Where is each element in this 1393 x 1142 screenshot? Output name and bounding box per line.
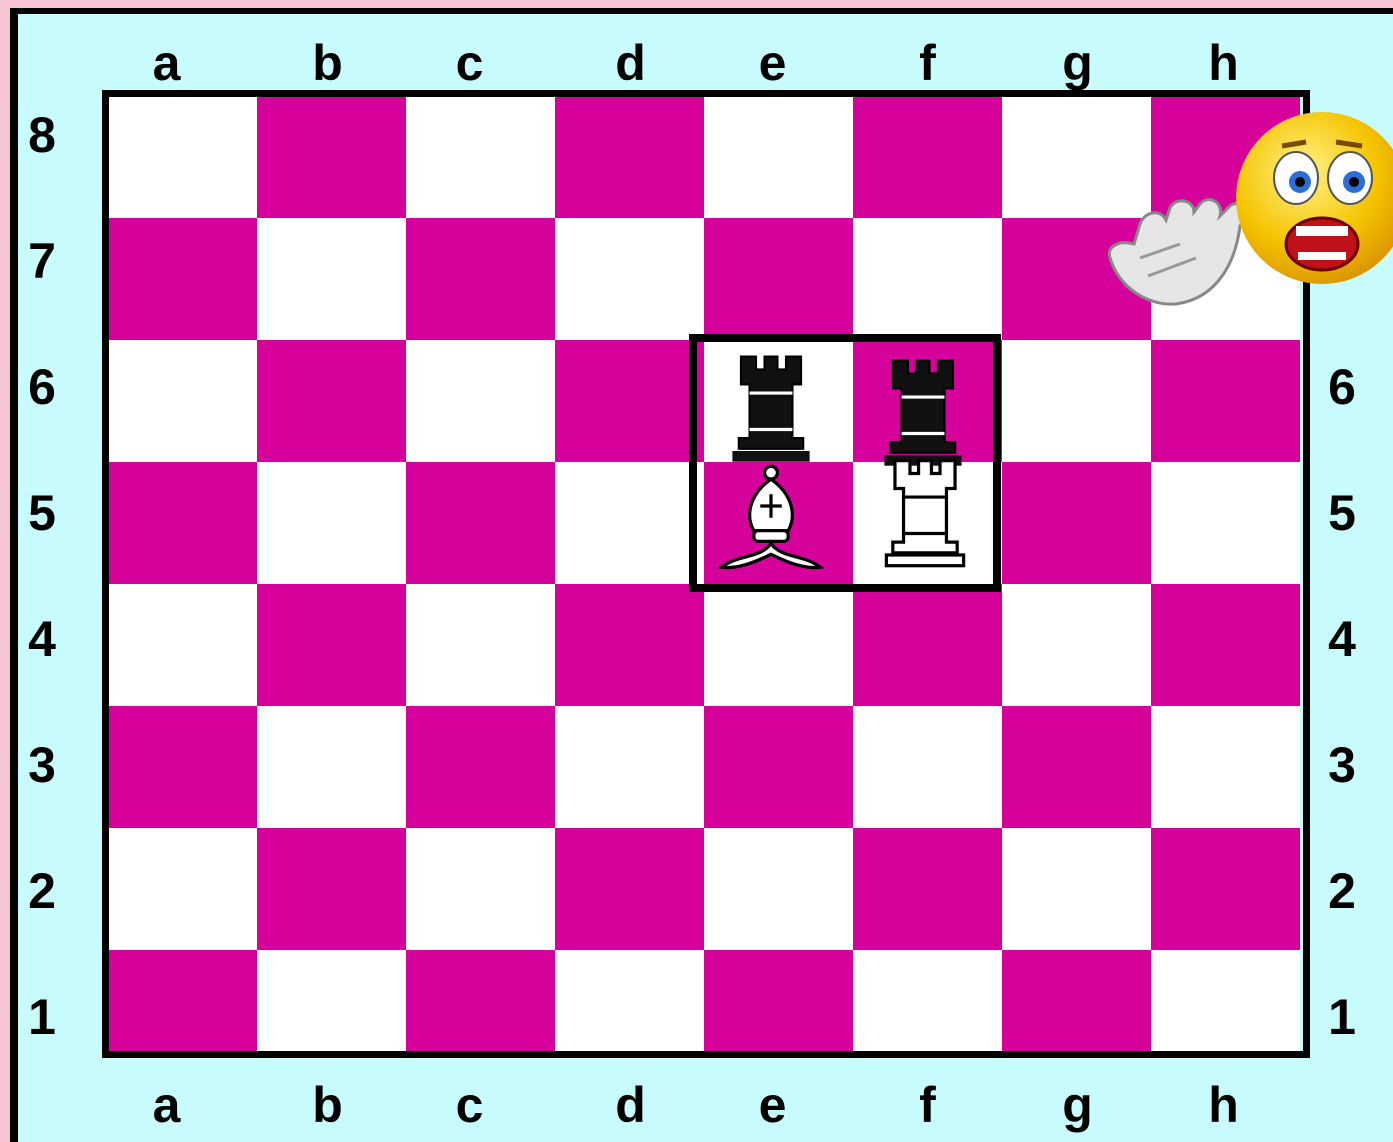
square-g1[interactable] — [1002, 950, 1151, 1058]
rank-label-right: 3 — [1322, 740, 1362, 790]
square-d6[interactable] — [555, 340, 704, 462]
file-label-bottom: a — [92, 1080, 241, 1130]
square-h1[interactable] — [1151, 950, 1300, 1058]
square-h3[interactable] — [1151, 706, 1300, 828]
white-bishop-icon — [716, 462, 826, 580]
rank-label-right: 4 — [1322, 614, 1362, 664]
square-b4[interactable] — [257, 584, 406, 706]
square-a8[interactable] — [108, 96, 257, 218]
square-d4[interactable] — [555, 584, 704, 706]
square-c4[interactable] — [406, 584, 555, 706]
rank-label-left: 5 — [22, 488, 62, 538]
square-d5[interactable] — [555, 462, 704, 584]
file-label-top: e — [698, 38, 847, 88]
square-a5[interactable] — [108, 462, 257, 584]
square-d2[interactable] — [555, 828, 704, 950]
square-b5[interactable] — [257, 462, 406, 584]
square-a6[interactable] — [108, 340, 257, 462]
square-b6[interactable] — [257, 340, 406, 462]
square-h6[interactable] — [1151, 340, 1300, 462]
square-g5[interactable] — [1002, 462, 1151, 584]
square-a2[interactable] — [108, 828, 257, 950]
square-e4[interactable] — [704, 584, 853, 706]
square-e2[interactable] — [704, 828, 853, 950]
white-rook-f5[interactable] — [870, 452, 980, 570]
rank-label-left: 1 — [22, 992, 62, 1042]
file-label-top: g — [1003, 38, 1152, 88]
square-a3[interactable] — [108, 706, 257, 828]
square-c6[interactable] — [406, 340, 555, 462]
square-a1[interactable] — [108, 950, 257, 1058]
square-b1[interactable] — [257, 950, 406, 1058]
scared-face-emoji-icon — [1100, 108, 1393, 318]
file-label-top: c — [395, 38, 544, 88]
square-f3[interactable] — [853, 706, 1002, 828]
square-c1[interactable] — [406, 950, 555, 1058]
square-a7[interactable] — [108, 218, 257, 340]
square-f7[interactable] — [853, 218, 1002, 340]
square-c3[interactable] — [406, 706, 555, 828]
rank-label-left: 2 — [22, 866, 62, 916]
file-label-top: d — [556, 38, 705, 88]
square-c5[interactable] — [406, 462, 555, 584]
square-h2[interactable] — [1151, 828, 1300, 950]
file-label-bottom: g — [1003, 1080, 1152, 1130]
file-label-bottom: b — [253, 1080, 402, 1130]
square-e1[interactable] — [704, 950, 853, 1058]
square-f8[interactable] — [853, 96, 1002, 218]
square-h5[interactable] — [1151, 462, 1300, 584]
square-c8[interactable] — [406, 96, 555, 218]
white-rook-icon — [870, 452, 980, 570]
file-label-top: f — [853, 38, 1002, 88]
file-label-top: a — [92, 38, 241, 88]
square-g4[interactable] — [1002, 584, 1151, 706]
square-c2[interactable] — [406, 828, 555, 950]
rank-label-right: 2 — [1322, 866, 1362, 916]
rank-label-left: 4 — [22, 614, 62, 664]
square-g6[interactable] — [1002, 340, 1151, 462]
square-d7[interactable] — [555, 218, 704, 340]
file-label-bottom: d — [556, 1080, 705, 1130]
square-e7[interactable] — [704, 218, 853, 340]
square-f4[interactable] — [853, 584, 1002, 706]
square-h4[interactable] — [1151, 584, 1300, 706]
square-d1[interactable] — [555, 950, 704, 1058]
file-label-bottom: e — [698, 1080, 847, 1130]
file-label-bottom: h — [1149, 1080, 1298, 1130]
square-b2[interactable] — [257, 828, 406, 950]
square-b8[interactable] — [257, 96, 406, 218]
rank-label-left: 3 — [22, 740, 62, 790]
rank-label-left: 7 — [22, 236, 62, 286]
black-rook-icon — [716, 348, 826, 466]
square-g3[interactable] — [1002, 706, 1151, 828]
square-c7[interactable] — [406, 218, 555, 340]
rank-label-left: 8 — [22, 110, 62, 160]
square-e3[interactable] — [704, 706, 853, 828]
file-label-top: h — [1149, 38, 1298, 88]
square-d8[interactable] — [555, 96, 704, 218]
rank-label-right: 6 — [1322, 362, 1362, 412]
file-label-top: b — [253, 38, 402, 88]
rank-label-right: 5 — [1322, 488, 1362, 538]
square-b3[interactable] — [257, 706, 406, 828]
file-label-bottom: c — [395, 1080, 544, 1130]
black-rook-e6[interactable] — [716, 348, 826, 466]
square-e8[interactable] — [704, 96, 853, 218]
square-a4[interactable] — [108, 584, 257, 706]
square-f2[interactable] — [853, 828, 1002, 950]
rank-label-left: 6 — [22, 362, 62, 412]
square-b7[interactable] — [257, 218, 406, 340]
file-label-bottom: f — [853, 1080, 1002, 1130]
square-d3[interactable] — [555, 706, 704, 828]
white-bishop-e5[interactable] — [716, 462, 826, 580]
rank-label-right: 1 — [1322, 992, 1362, 1042]
square-g2[interactable] — [1002, 828, 1151, 950]
square-f1[interactable] — [853, 950, 1002, 1058]
